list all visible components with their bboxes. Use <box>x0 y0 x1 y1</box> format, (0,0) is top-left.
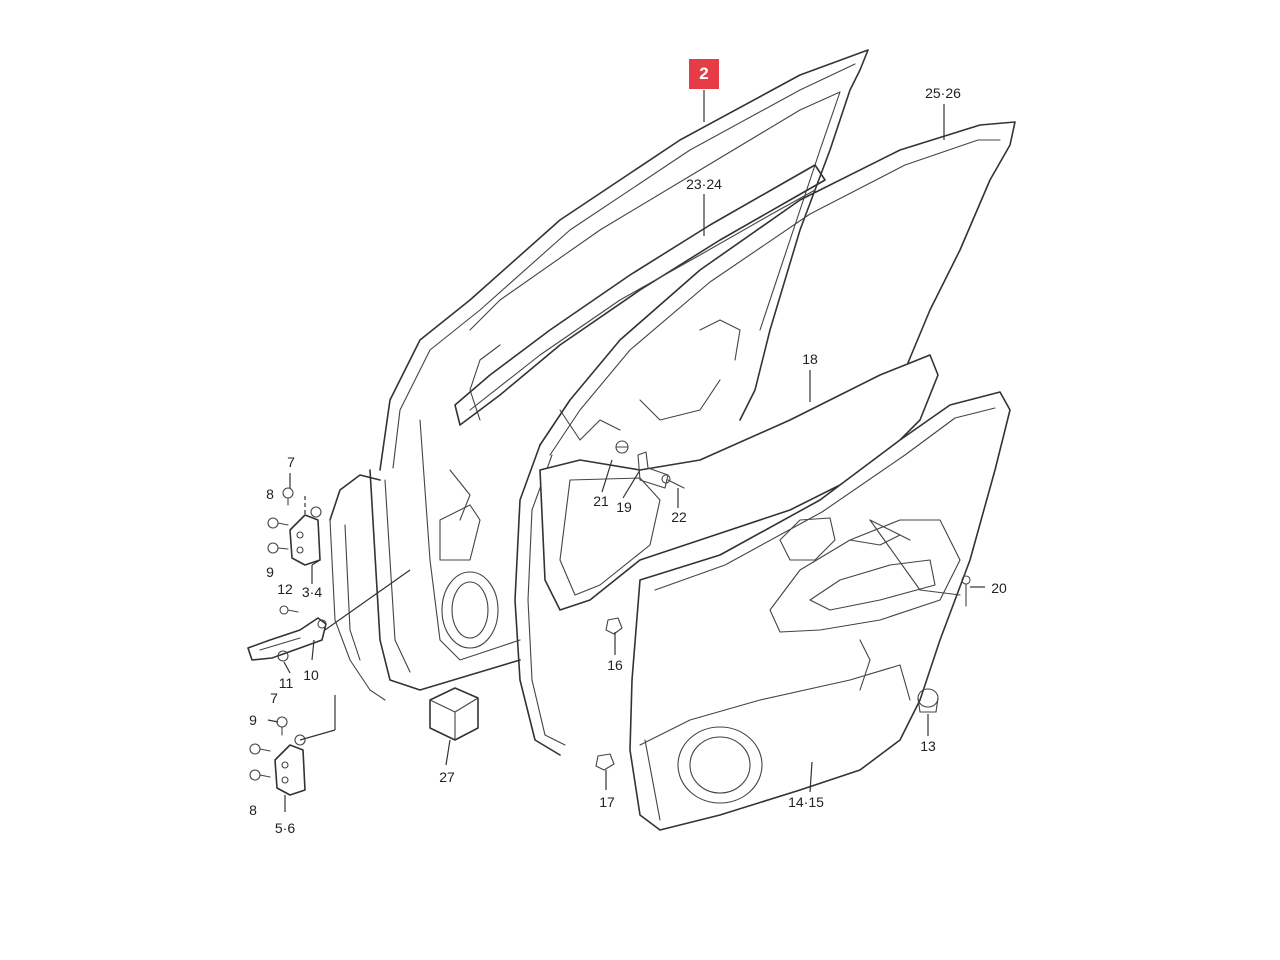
callout-9-lower: 9 <box>249 712 257 728</box>
callout-5-6: 5·6 <box>274 820 296 836</box>
callout-18: 18 <box>802 351 818 367</box>
callout-19: 19 <box>616 499 632 515</box>
callout-27: 27 <box>439 769 455 785</box>
callout-21: 21 <box>593 493 609 509</box>
glass-run-channel <box>454 164 826 426</box>
callout-17: 17 <box>599 794 615 810</box>
callout-22: 22 <box>671 509 687 525</box>
bolts <box>249 487 299 781</box>
callout-25-26: 25·26 <box>925 85 961 101</box>
callout-11: 11 <box>278 675 294 691</box>
callout-7-lower: 7 <box>270 690 278 706</box>
upper-hinge <box>289 506 322 566</box>
clip-16 <box>605 617 623 635</box>
callout-8-lower: 8 <box>249 802 257 818</box>
trim-panel-18 <box>539 354 939 611</box>
door-check-10 <box>247 617 327 661</box>
door-weatherstrip <box>514 121 1016 756</box>
callout-20: 20 <box>991 580 1007 596</box>
highlight-badge-2: 2 <box>689 59 719 89</box>
nut-21 <box>615 440 629 454</box>
callout-3-4: 3·4 <box>301 584 323 600</box>
callout-14-15: 14·15 <box>788 794 824 810</box>
door-shell <box>329 49 869 701</box>
callout-9-upper: 9 <box>266 564 274 580</box>
screw-20 <box>961 575 971 607</box>
cap-13 <box>917 688 939 713</box>
callout-16: 16 <box>607 657 623 673</box>
callout-23-24: 23·24 <box>686 176 722 192</box>
clip-17 <box>595 753 615 771</box>
callout-12: 12 <box>277 581 293 597</box>
callout-7-upper: 7 <box>287 454 295 470</box>
callout-8-upper: 8 <box>266 486 274 502</box>
pad-27 <box>429 687 479 741</box>
callout-13: 13 <box>920 738 936 754</box>
door-trim-14-15 <box>629 391 1011 831</box>
leader-lines <box>267 90 985 812</box>
lower-hinge <box>274 734 306 796</box>
screw-22 <box>661 474 685 489</box>
callout-10: 10 <box>303 667 319 683</box>
